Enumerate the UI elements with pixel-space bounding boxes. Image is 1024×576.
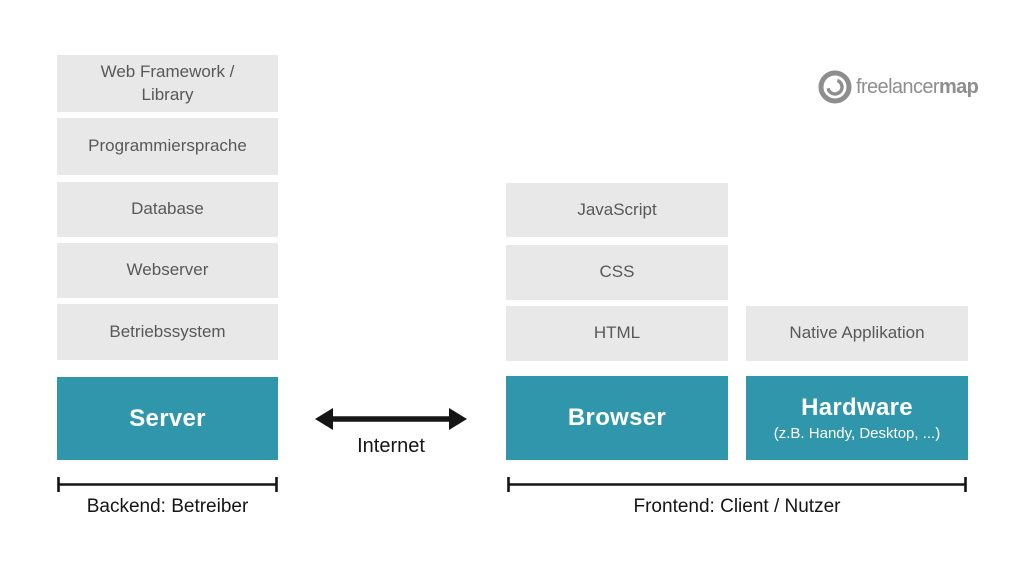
freelancermap-logo-icon xyxy=(817,69,853,105)
internet-label: Internet xyxy=(357,435,425,457)
freelancermap-logo: freelancermap xyxy=(817,69,979,105)
frontend-bracket-label: Frontend: Client / Nutzer xyxy=(633,496,841,517)
frontend-base-browser: Browser xyxy=(506,376,728,460)
backend-bracket xyxy=(57,476,278,498)
freelancermap-logo-text: freelancermap xyxy=(856,75,979,99)
backend-bracket-label: Backend: Betreiber xyxy=(86,496,249,517)
frontend-layer-native-applikation: Native Applikation xyxy=(746,306,968,361)
backend-layer-betriebssystem: Betriebssystem xyxy=(57,304,278,360)
server-box-label: Server xyxy=(129,404,206,432)
internet-arrow xyxy=(314,403,468,440)
frontend-base-hardware: Hardware (z.B. Handy, Desktop, ...) xyxy=(746,376,968,460)
backend-layer-database: Database xyxy=(57,182,278,237)
hardware-box-label: Hardware xyxy=(801,394,913,421)
backend-layer-programmiersprache: Programmiersprache xyxy=(57,118,278,175)
hardware-box-sublabel: (z.B. Handy, Desktop, ...) xyxy=(773,425,941,442)
logo-brand-bold: map xyxy=(938,75,979,98)
frontend-bracket xyxy=(507,476,967,498)
backend-layer-web-framework: Web Framework / Library xyxy=(57,55,278,112)
frontend-layer-html: HTML xyxy=(506,306,728,361)
backend-base-server: Server xyxy=(57,377,278,460)
frontend-layer-javascript: JavaScript xyxy=(506,183,728,237)
frontend-layer-css: CSS xyxy=(506,245,728,300)
backend-layer-webserver: Webserver xyxy=(57,243,278,298)
logo-brand-regular: freelancer xyxy=(856,75,940,98)
browser-box-label: Browser xyxy=(567,404,667,431)
